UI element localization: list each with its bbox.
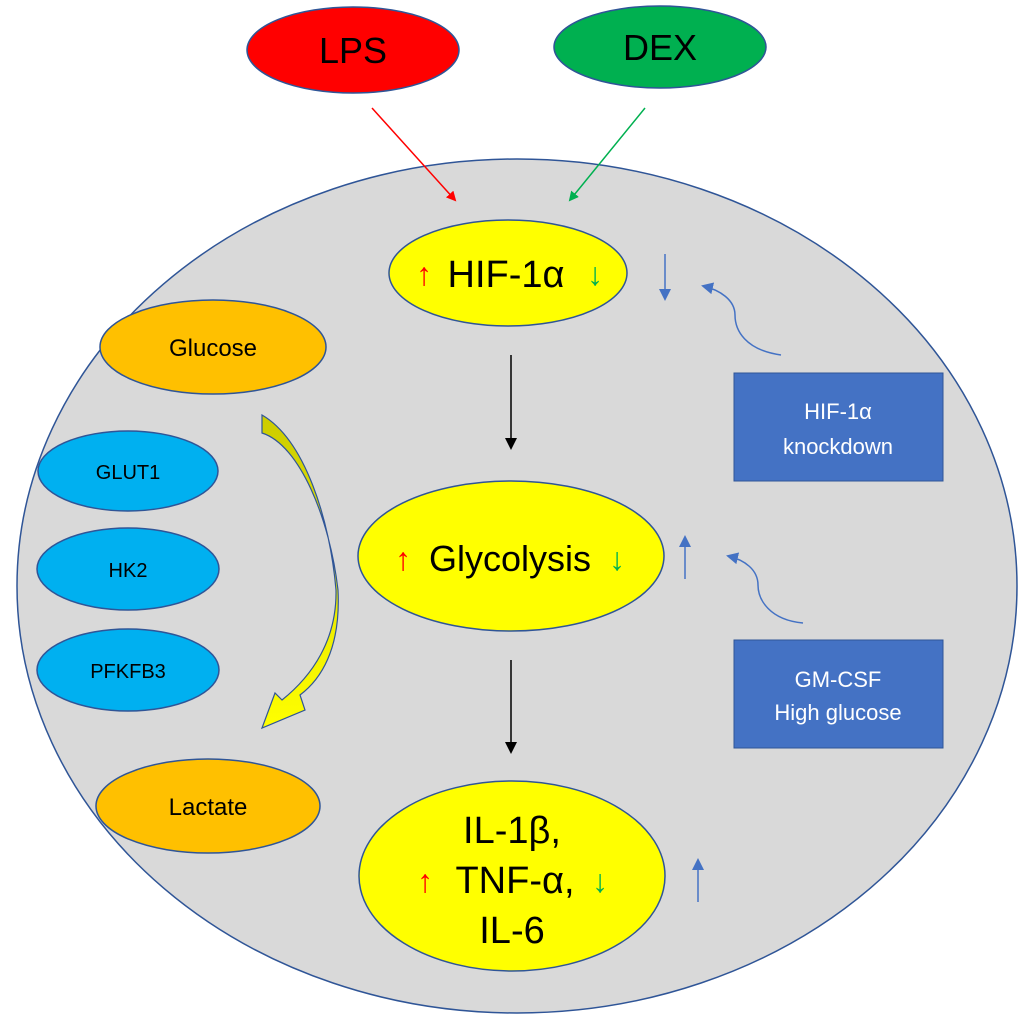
knockdown-curved-arrow bbox=[701, 282, 782, 356]
gmcsf-curved-arrow bbox=[726, 552, 804, 624]
glucose-to-lactate-curved-arrow bbox=[260, 413, 339, 730]
glycolysis-down-icon: ↓ bbox=[609, 541, 625, 577]
hif-knockdown-box: HIF-1α knockdown bbox=[733, 372, 944, 482]
cytokine-il1b: IL-1β, bbox=[463, 810, 561, 852]
hif1a-label: HIF-1α bbox=[448, 254, 565, 296]
hk2-node: HK2 bbox=[36, 527, 220, 611]
lactate-node: Lactate bbox=[95, 758, 321, 854]
gmcsf-line1: GM-CSF bbox=[795, 667, 882, 692]
hif1a-down-icon: ↓ bbox=[587, 256, 603, 292]
dex-label: DEX bbox=[623, 27, 697, 68]
dex-arrow bbox=[568, 107, 646, 202]
cytokines-node: IL-1β, TNF-α, IL-6 ↑ ↓ bbox=[358, 780, 666, 972]
hif1a-up-icon: ↑ bbox=[416, 256, 432, 292]
hif-knockdown-line1: HIF-1α bbox=[804, 399, 872, 424]
cytokines-up-icon: ↑ bbox=[417, 863, 433, 899]
pfkfb3-node: PFKFB3 bbox=[36, 628, 220, 712]
lps-node: LPS bbox=[246, 6, 460, 94]
dex-node: DEX bbox=[553, 5, 767, 89]
cytokines-down-icon: ↓ bbox=[592, 863, 608, 899]
hif-knockdown-line2: knockdown bbox=[783, 434, 893, 459]
gmcsf-line2: High glucose bbox=[774, 700, 901, 725]
glycolysis-up-icon: ↑ bbox=[395, 541, 411, 577]
glycolysis-node: ↑ Glycolysis ↓ bbox=[357, 480, 665, 632]
lactate-label: Lactate bbox=[169, 794, 248, 821]
glucose-label: Glucose bbox=[169, 335, 257, 362]
glut1-node: GLUT1 bbox=[37, 430, 219, 512]
pfkfb3-label: PFKFB3 bbox=[90, 661, 166, 683]
hif1a-node: ↑ HIF-1α ↓ bbox=[388, 219, 628, 327]
lps-label: LPS bbox=[319, 30, 387, 71]
hk2-label: HK2 bbox=[109, 560, 148, 582]
cytokine-il6: IL-6 bbox=[479, 910, 544, 952]
glucose-node: Glucose bbox=[99, 299, 327, 395]
glut1-label: GLUT1 bbox=[96, 462, 160, 484]
gmcsf-high-glucose-box: GM-CSF High glucose bbox=[733, 639, 944, 749]
glycolysis-label: Glycolysis bbox=[429, 538, 591, 579]
lps-arrow bbox=[371, 107, 457, 202]
cytokine-tnfa: TNF-α, bbox=[455, 860, 574, 902]
